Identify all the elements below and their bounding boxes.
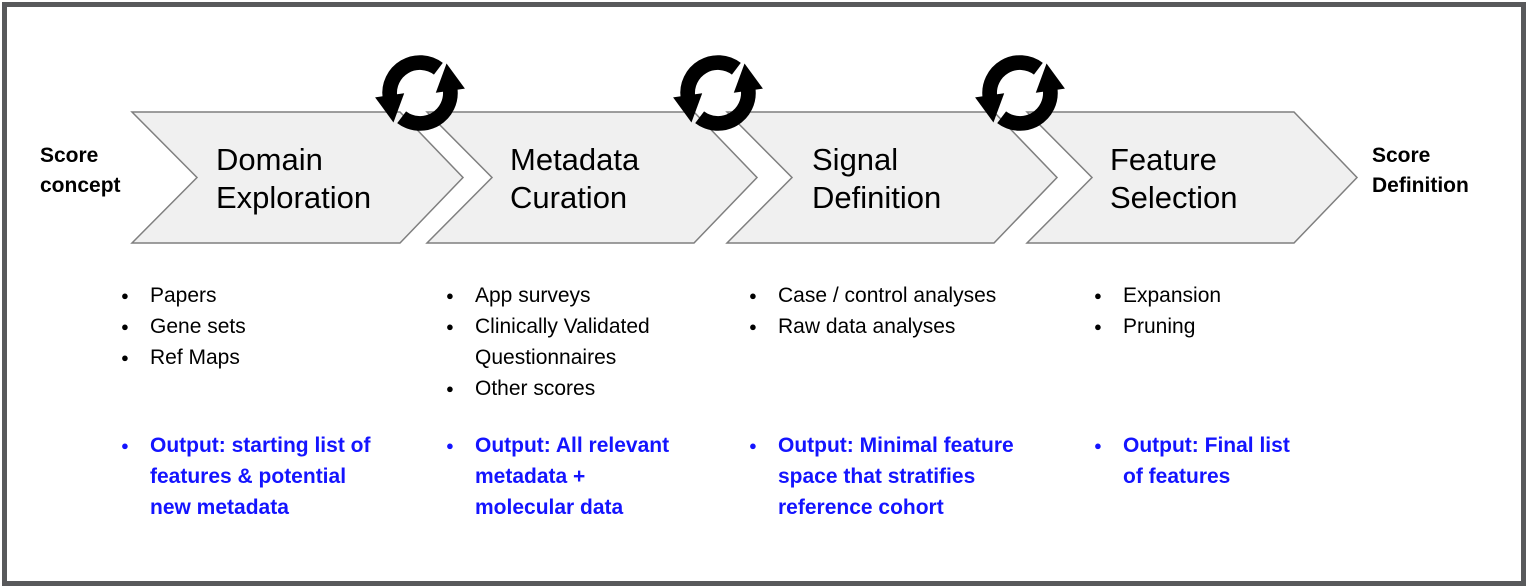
bullet-item: Gene sets [118,311,423,342]
stage-title-signal-definition: Signal Definition [812,142,942,215]
chevron-domain-exploration [130,111,465,244]
chevron-feature-selection [1025,111,1359,244]
score-definition-label: Score Definition [1372,144,1469,197]
bullet-item: Papers [118,280,423,311]
bullet-item: Raw data analyses [746,311,1076,342]
bullet-list: App surveysClinically Validated Question… [443,280,733,404]
output-item: Output: Final list of features [1091,430,1290,492]
output-item: Output: All relevant metadata + molecula… [443,430,669,523]
bullet-list: Case / control analysesRaw data analyses [746,280,1076,342]
output-list: Output: Minimal feature space that strat… [746,430,1014,523]
stage-title-feature-selection: Feature Selection [1110,142,1238,215]
bullet-item: Ref Maps [118,342,423,373]
bullet-list: ExpansionPruning [1091,280,1411,342]
output-item: Output: Minimal feature space that strat… [746,430,1014,523]
stage-notes-domain-exploration: PapersGene setsRef Maps Output: starting… [118,280,423,519]
bullet-list: PapersGene setsRef Maps [118,280,423,373]
bullet-item: Case / control analyses [746,280,1076,311]
output-list: Output: starting list of features & pote… [118,430,370,523]
bullet-item: App surveys [443,280,733,311]
stage-notes-signal-definition: Case / control analysesRaw data analyses… [746,280,1076,519]
stage-title-metadata-curation: Metadata Curation [510,142,640,215]
output-list: Output: All relevant metadata + molecula… [443,430,669,523]
bullet-item: Expansion [1091,280,1411,311]
bullet-item: Other scores [443,373,733,404]
output-item: Output: starting list of features & pote… [118,430,370,523]
bullet-item: Pruning [1091,311,1411,342]
stage-notes-feature-selection: ExpansionPruning Output: Final list of f… [1091,280,1411,488]
output-list: Output: Final list of features [1091,430,1290,492]
bullet-item: Clinically Validated Questionnaires [443,311,733,373]
stage-title-domain-exploration: Domain Exploration [216,142,372,215]
score-concept-label: Score concept [40,144,121,197]
stage-notes-metadata-curation: App surveysClinically Validated Question… [443,280,733,519]
